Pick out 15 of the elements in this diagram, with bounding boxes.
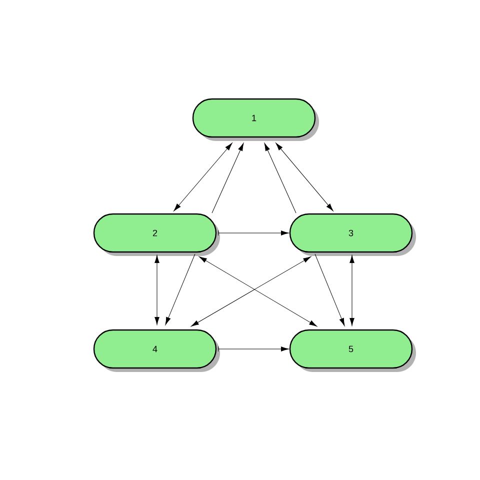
arrow <box>212 143 244 214</box>
terminal-box: 5 <box>289 329 416 372</box>
terminal-box: 4 <box>93 329 220 372</box>
arrow <box>276 142 334 212</box>
terminal-box: 1 <box>192 98 319 141</box>
arrow <box>264 143 296 214</box>
arrow <box>350 255 354 326</box>
arrow <box>218 346 289 352</box>
arrow <box>218 230 289 236</box>
terminal-box: 2 <box>93 213 220 256</box>
arrow <box>165 254 196 325</box>
arrow <box>174 142 232 212</box>
terminal-box: 3 <box>289 213 416 256</box>
arrow <box>154 255 160 325</box>
arrow <box>314 254 345 326</box>
